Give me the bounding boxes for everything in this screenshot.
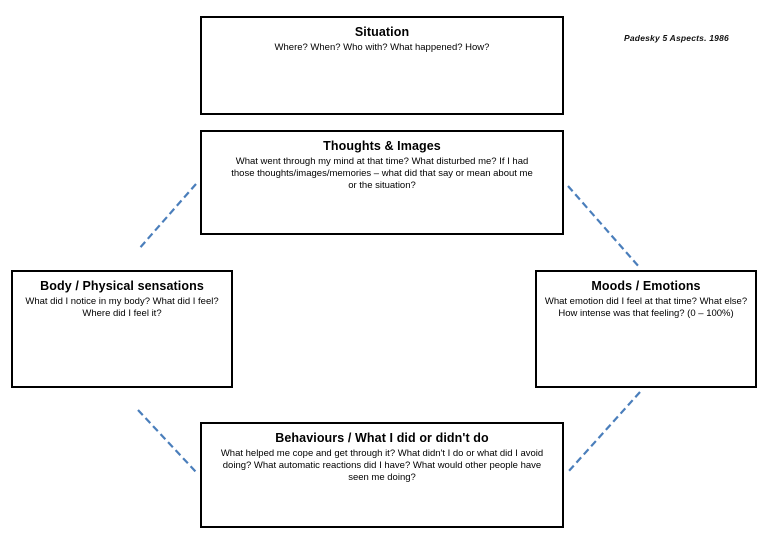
- box-body-prompt: What did I notice in my body? What did I…: [25, 296, 219, 319]
- connector-thoughts-to-moods: [567, 185, 641, 269]
- box-situation-title: Situation: [354, 25, 410, 39]
- connector-thoughts-to-body: [137, 183, 197, 251]
- box-situation[interactable]: Situation Where? When? Who with? What ha…: [200, 16, 564, 115]
- box-body-title: Body / Physical sensations: [40, 279, 204, 293]
- attribution-label: Padesky 5 Aspects. 1986: [624, 33, 729, 43]
- box-moods-emotions[interactable]: Moods / Emotions What emotion did I feel…: [535, 270, 757, 388]
- connector-body-to-behaviours: [137, 409, 197, 473]
- box-thoughts-title: Thoughts & Images: [323, 139, 441, 153]
- box-situation-prompt: Where? When? Who with? What happened? Ho…: [274, 42, 490, 53]
- box-behaviours-prompt: What helped me cope and get through it? …: [220, 448, 544, 483]
- box-thoughts-prompt: What went through my mind at that time? …: [231, 156, 533, 191]
- box-moods-title: Moods / Emotions: [591, 279, 701, 293]
- box-moods-prompt: What emotion did I feel at that time? Wh…: [544, 296, 748, 319]
- connector-moods-to-behaviours: [567, 391, 641, 473]
- box-behaviours[interactable]: Behaviours / What I did or didn't do Wha…: [200, 422, 564, 528]
- box-body-physical-sensations[interactable]: Body / Physical sensations What did I no…: [11, 270, 233, 388]
- box-behaviours-title: Behaviours / What I did or didn't do: [275, 431, 489, 445]
- box-thoughts[interactable]: Thoughts & Images What went through my m…: [200, 130, 564, 235]
